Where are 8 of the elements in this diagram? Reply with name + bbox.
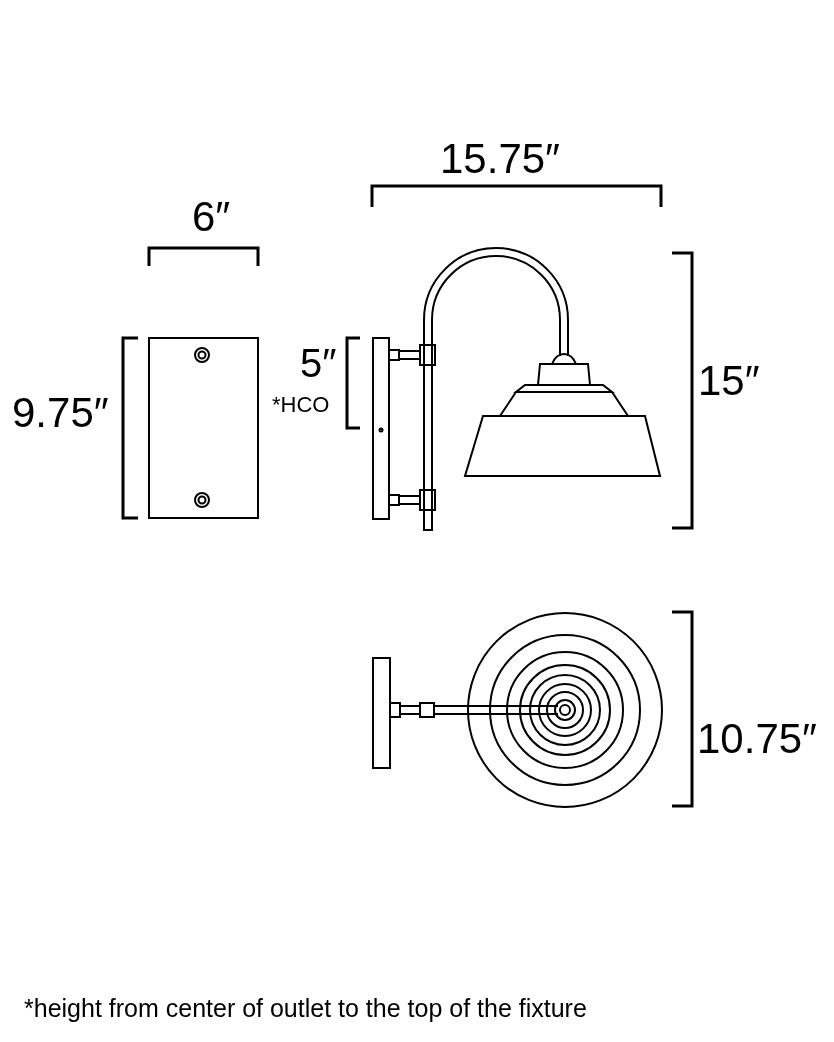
note-marker: *HCO xyxy=(272,394,330,416)
dimension-label: 9.75″ xyxy=(12,392,109,434)
dimension-label: 6″ xyxy=(192,196,231,238)
caption-text: *height from center of outlet to the top of the fixture xyxy=(24,996,587,1021)
dimension-label: 10.75″ xyxy=(697,718,817,760)
dimension-label: 15.75″ xyxy=(440,138,560,180)
dimension-label: 5″ xyxy=(300,343,337,383)
dimension-label: 15″ xyxy=(698,360,760,402)
